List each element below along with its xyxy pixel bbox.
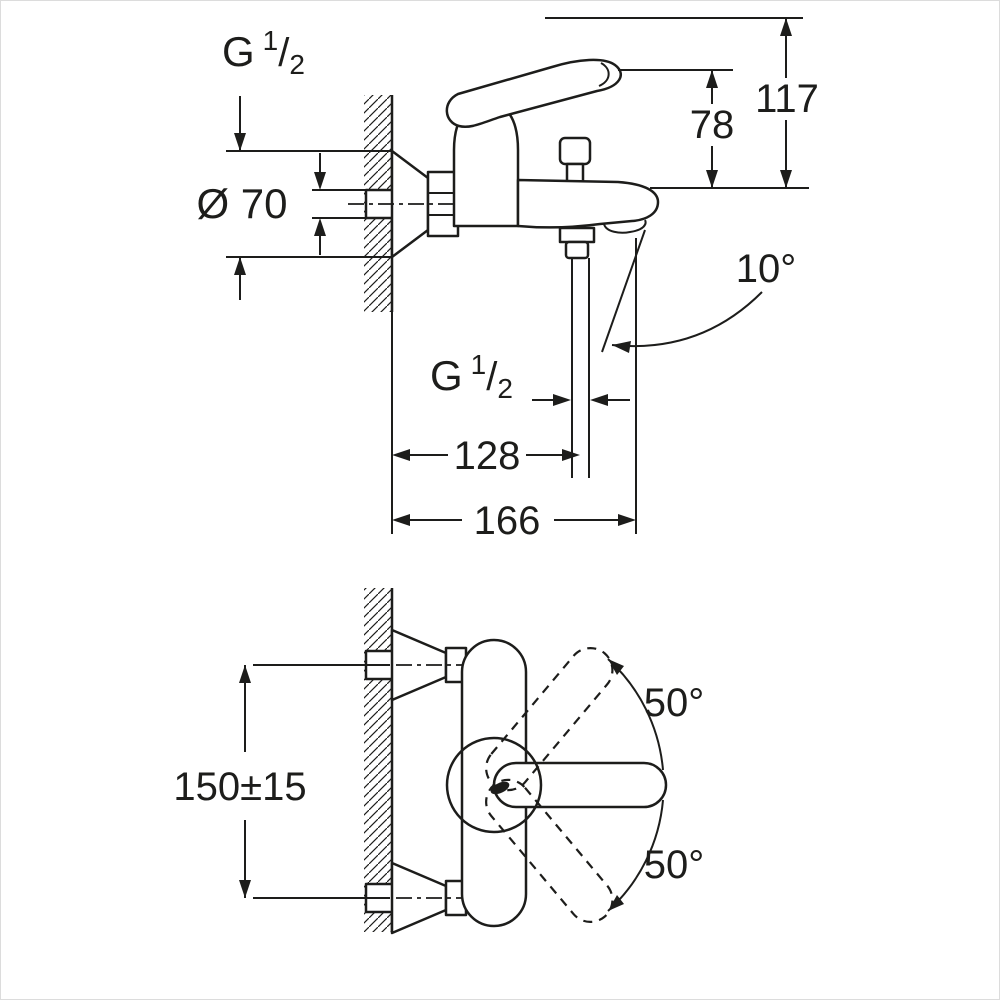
cartridge-hub-circle (445, 736, 543, 834)
plan-view-dimensions (239, 658, 664, 912)
faucet-plan-view (364, 628, 668, 935)
plan-view: 150±15 50° 50° (173, 588, 704, 935)
escutcheon-diameter-label: Ø 70 (196, 180, 287, 227)
plan-view-labels: 150±15 50° 50° (173, 681, 704, 887)
lever-swing-lower-label: 50° (644, 843, 705, 887)
hose-union (558, 226, 596, 244)
connection-spacing-label: 150±15 (173, 765, 306, 809)
spout-angle-label: 10° (736, 247, 797, 291)
hose-distance-label: 128 (454, 434, 521, 478)
spout-reach-label: 166 (474, 499, 541, 543)
lever-handle-side (445, 58, 622, 128)
spout-side (516, 178, 660, 229)
hose-nipple (564, 240, 590, 260)
side-view: G1/2 Ø 70 117 78 10° G1/2 128 166 (196, 17, 822, 543)
height-total-label: 117 (755, 77, 819, 121)
lever-swing-upper-label: 50° (644, 681, 705, 725)
height-to-lever-label: 78 (690, 103, 735, 147)
diverter-knob (558, 136, 592, 166)
wall-section-plan (364, 588, 394, 932)
spout-aerator (603, 219, 647, 234)
lever-tip-cap (598, 62, 610, 87)
side-view-dimensions (226, 17, 809, 534)
faucet-side-view (348, 58, 660, 478)
lever-handle-plan (492, 761, 668, 809)
